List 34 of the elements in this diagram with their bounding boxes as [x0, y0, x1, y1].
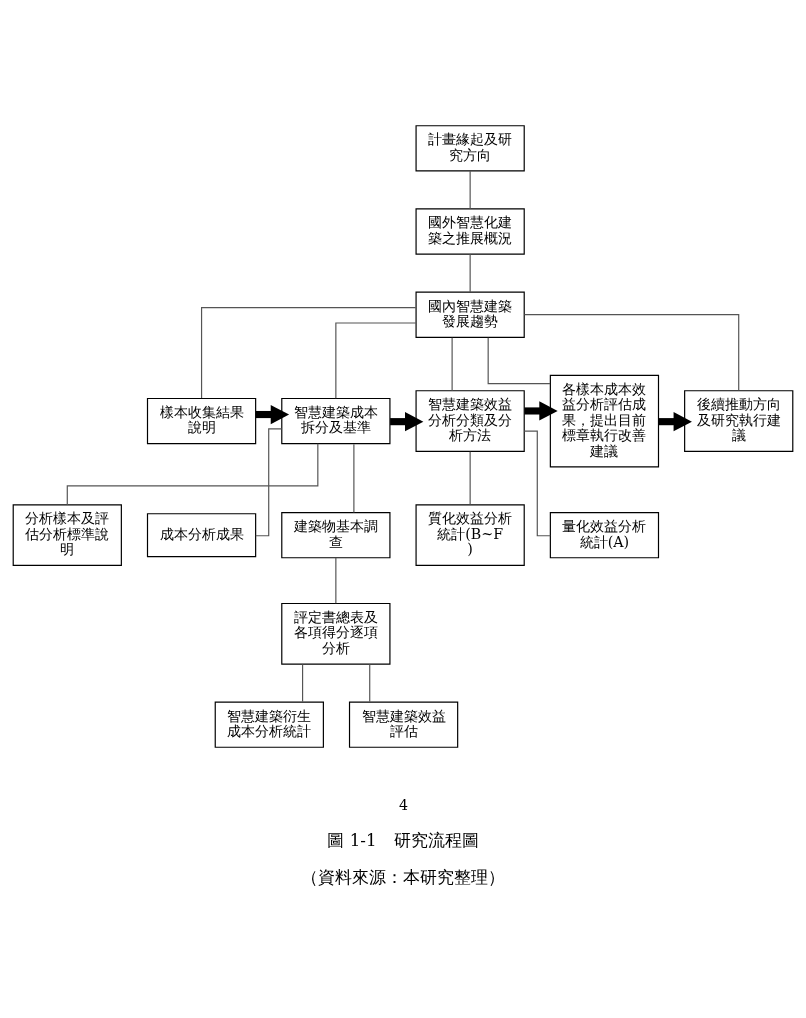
node-box: 國外智慧化建築之推展概況 [415, 208, 525, 255]
node-box: 建築物基本調查 [281, 511, 391, 559]
connector [523, 314, 740, 391]
arrow [255, 404, 290, 425]
connector [335, 557, 337, 604]
connector [469, 170, 471, 210]
node-box: 智慧建築衍生成本分析統計 [214, 701, 324, 748]
node-box: 國內智慧建築發展趨勢 [415, 291, 525, 338]
connector [469, 451, 471, 506]
connector [353, 443, 355, 514]
node-box: 智慧建築效益評估 [348, 701, 459, 748]
node-box: 分析樣本及評估分析標準說明 [12, 504, 122, 567]
arrow [658, 412, 692, 432]
node-box: 成本分析成果 [146, 513, 257, 558]
connector [469, 253, 471, 293]
connector [487, 337, 551, 385]
diagram-title: 圖 1-1 研究流程圖 [327, 831, 479, 851]
node-box: 樣本收集結果說明 [146, 397, 257, 445]
node-box: 計畫緣起及研究方向 [415, 125, 525, 172]
connector [66, 443, 319, 506]
connector [369, 663, 371, 703]
node-box: 智慧建築成本拆分及基準 [281, 397, 391, 445]
label: 4 [399, 797, 409, 814]
caption: （資料來源：本研究整理） [301, 867, 505, 887]
connector [335, 322, 417, 399]
connector [302, 663, 304, 703]
node-box: 評定書總表及各項得分逐項分析 [281, 602, 391, 665]
node-box: 後續推動方向及研究執行建議 [684, 390, 794, 452]
node-box: 量化效益分析統計(A) [549, 511, 660, 559]
node-box: 智慧建築效益分析分類及分析方法 [415, 390, 525, 452]
node-box: 質化效益分析統計(B~F) [415, 504, 525, 567]
node-box: 各樣本成本效益分析評估成果，提出目前標章執行改善建議 [549, 374, 660, 468]
connector [200, 306, 417, 399]
connector [451, 337, 453, 392]
